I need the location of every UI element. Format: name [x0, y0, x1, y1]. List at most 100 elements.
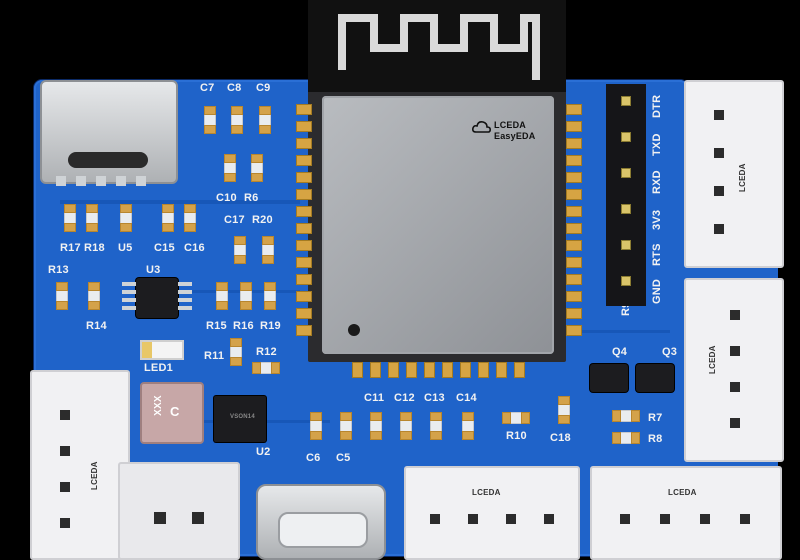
module-pad — [296, 240, 312, 251]
res-r13 — [56, 282, 68, 310]
jst-connector-left: LCEDA — [30, 370, 130, 560]
cap-mark-c: C — [170, 404, 180, 419]
cap-c17 — [234, 236, 246, 264]
cap-c12 — [400, 412, 412, 440]
label-c8: C8 — [227, 82, 242, 94]
label-u3: U3 — [146, 264, 161, 276]
res-r16 — [240, 282, 252, 310]
module-pad — [566, 274, 582, 285]
res-r8 — [612, 432, 640, 444]
antenna-area — [308, 0, 566, 92]
module-pad — [296, 206, 312, 217]
label-c16: C16 — [184, 242, 205, 254]
jst-brand: LCEDA — [90, 461, 99, 490]
label-q3: Q3 — [662, 346, 678, 358]
label-c5: C5 — [336, 452, 351, 464]
jst-brand: LCEDA — [708, 345, 717, 374]
module-pad — [514, 362, 525, 378]
usb-c-bottom — [256, 484, 386, 560]
label-r18: R18 — [84, 242, 105, 254]
pin1-dot-icon — [348, 324, 360, 336]
pin-label-3v3: 3V3 — [651, 209, 663, 230]
module-pad — [296, 274, 312, 285]
jst-brand: LCEDA — [472, 488, 501, 497]
res-r15 — [216, 282, 228, 310]
module-pad — [296, 172, 312, 183]
jst-brand: LCEDA — [668, 488, 697, 497]
module-pad — [566, 223, 582, 234]
cap-c7 — [204, 106, 216, 134]
logo-text-2: EasyEDA — [494, 131, 536, 141]
res-r10 — [502, 412, 530, 424]
cap-c8 — [231, 106, 243, 134]
chip-u5 — [120, 204, 132, 232]
module-pad — [566, 291, 582, 302]
label-r14: R14 — [86, 320, 107, 332]
label-c11: C11 — [364, 392, 385, 404]
pin-label-dtr: DTR — [651, 94, 663, 118]
res-r11 — [230, 338, 242, 366]
cap-c13 — [430, 412, 442, 440]
res-r18 — [86, 204, 98, 232]
label-c17: C17 — [224, 214, 245, 226]
module-pad — [496, 362, 507, 378]
res-r14 — [88, 282, 100, 310]
module-pad — [442, 362, 453, 378]
u2-mark: VSON14 — [230, 414, 255, 420]
label-r16: R16 — [233, 320, 254, 332]
label-r13: R13 — [48, 264, 69, 276]
module-pad — [352, 362, 363, 378]
module-pad — [296, 189, 312, 200]
cap-mark-xxx: XXX — [152, 395, 164, 416]
power-connector — [118, 462, 240, 560]
jst-brand: LCEDA — [738, 163, 747, 192]
module-pad — [460, 362, 471, 378]
cap-c15 — [162, 204, 174, 232]
trace — [60, 200, 300, 204]
label-q4: Q4 — [612, 346, 628, 358]
label-r17: R17 — [60, 242, 81, 254]
module-pad — [388, 362, 399, 378]
module-pad — [296, 121, 312, 132]
module-pad — [566, 240, 582, 251]
label-r15: R15 — [206, 320, 227, 332]
pin-label-txd: TXD — [651, 133, 663, 156]
label-r7: R7 — [648, 412, 663, 424]
res-r19 — [264, 282, 276, 310]
module-pad — [296, 291, 312, 302]
module-pad — [296, 155, 312, 166]
module-pad — [566, 104, 582, 115]
label-c9: C9 — [256, 82, 271, 94]
label-u5: U5 — [118, 242, 133, 254]
antenna-trace-icon — [338, 14, 540, 80]
label-r11: R11 — [204, 350, 225, 362]
usb-pins — [50, 176, 160, 188]
jst-connector-bottom-2: LCEDA — [590, 466, 782, 560]
chip-u2: VSON14 — [214, 396, 266, 442]
cap-c14 — [462, 412, 474, 440]
module-pad — [296, 138, 312, 149]
module-pad — [566, 138, 582, 149]
label-r10: R10 — [506, 430, 527, 442]
res-r20 — [262, 236, 274, 264]
res-r6 — [251, 154, 263, 182]
label-c18: C18 — [550, 432, 571, 444]
label-u2: U2 — [256, 446, 271, 458]
transistor-q3 — [636, 364, 674, 392]
label-r12: R12 — [256, 346, 277, 358]
label-r8: R8 — [648, 433, 663, 445]
label-led1: LED1 — [144, 362, 173, 374]
module-pad — [566, 121, 582, 132]
cap-c11 — [370, 412, 382, 440]
module-pad — [566, 257, 582, 268]
cap-c18 — [558, 396, 570, 424]
usb-c-connector — [40, 80, 178, 184]
module-pad — [296, 325, 312, 336]
jst-connector-bottom-1: LCEDA — [404, 466, 580, 560]
label-c15: C15 — [154, 242, 175, 254]
module-pad — [566, 308, 582, 319]
module-pad — [406, 362, 417, 378]
cap-c9 — [259, 106, 271, 134]
label-c6: C6 — [306, 452, 321, 464]
module-pad — [296, 257, 312, 268]
